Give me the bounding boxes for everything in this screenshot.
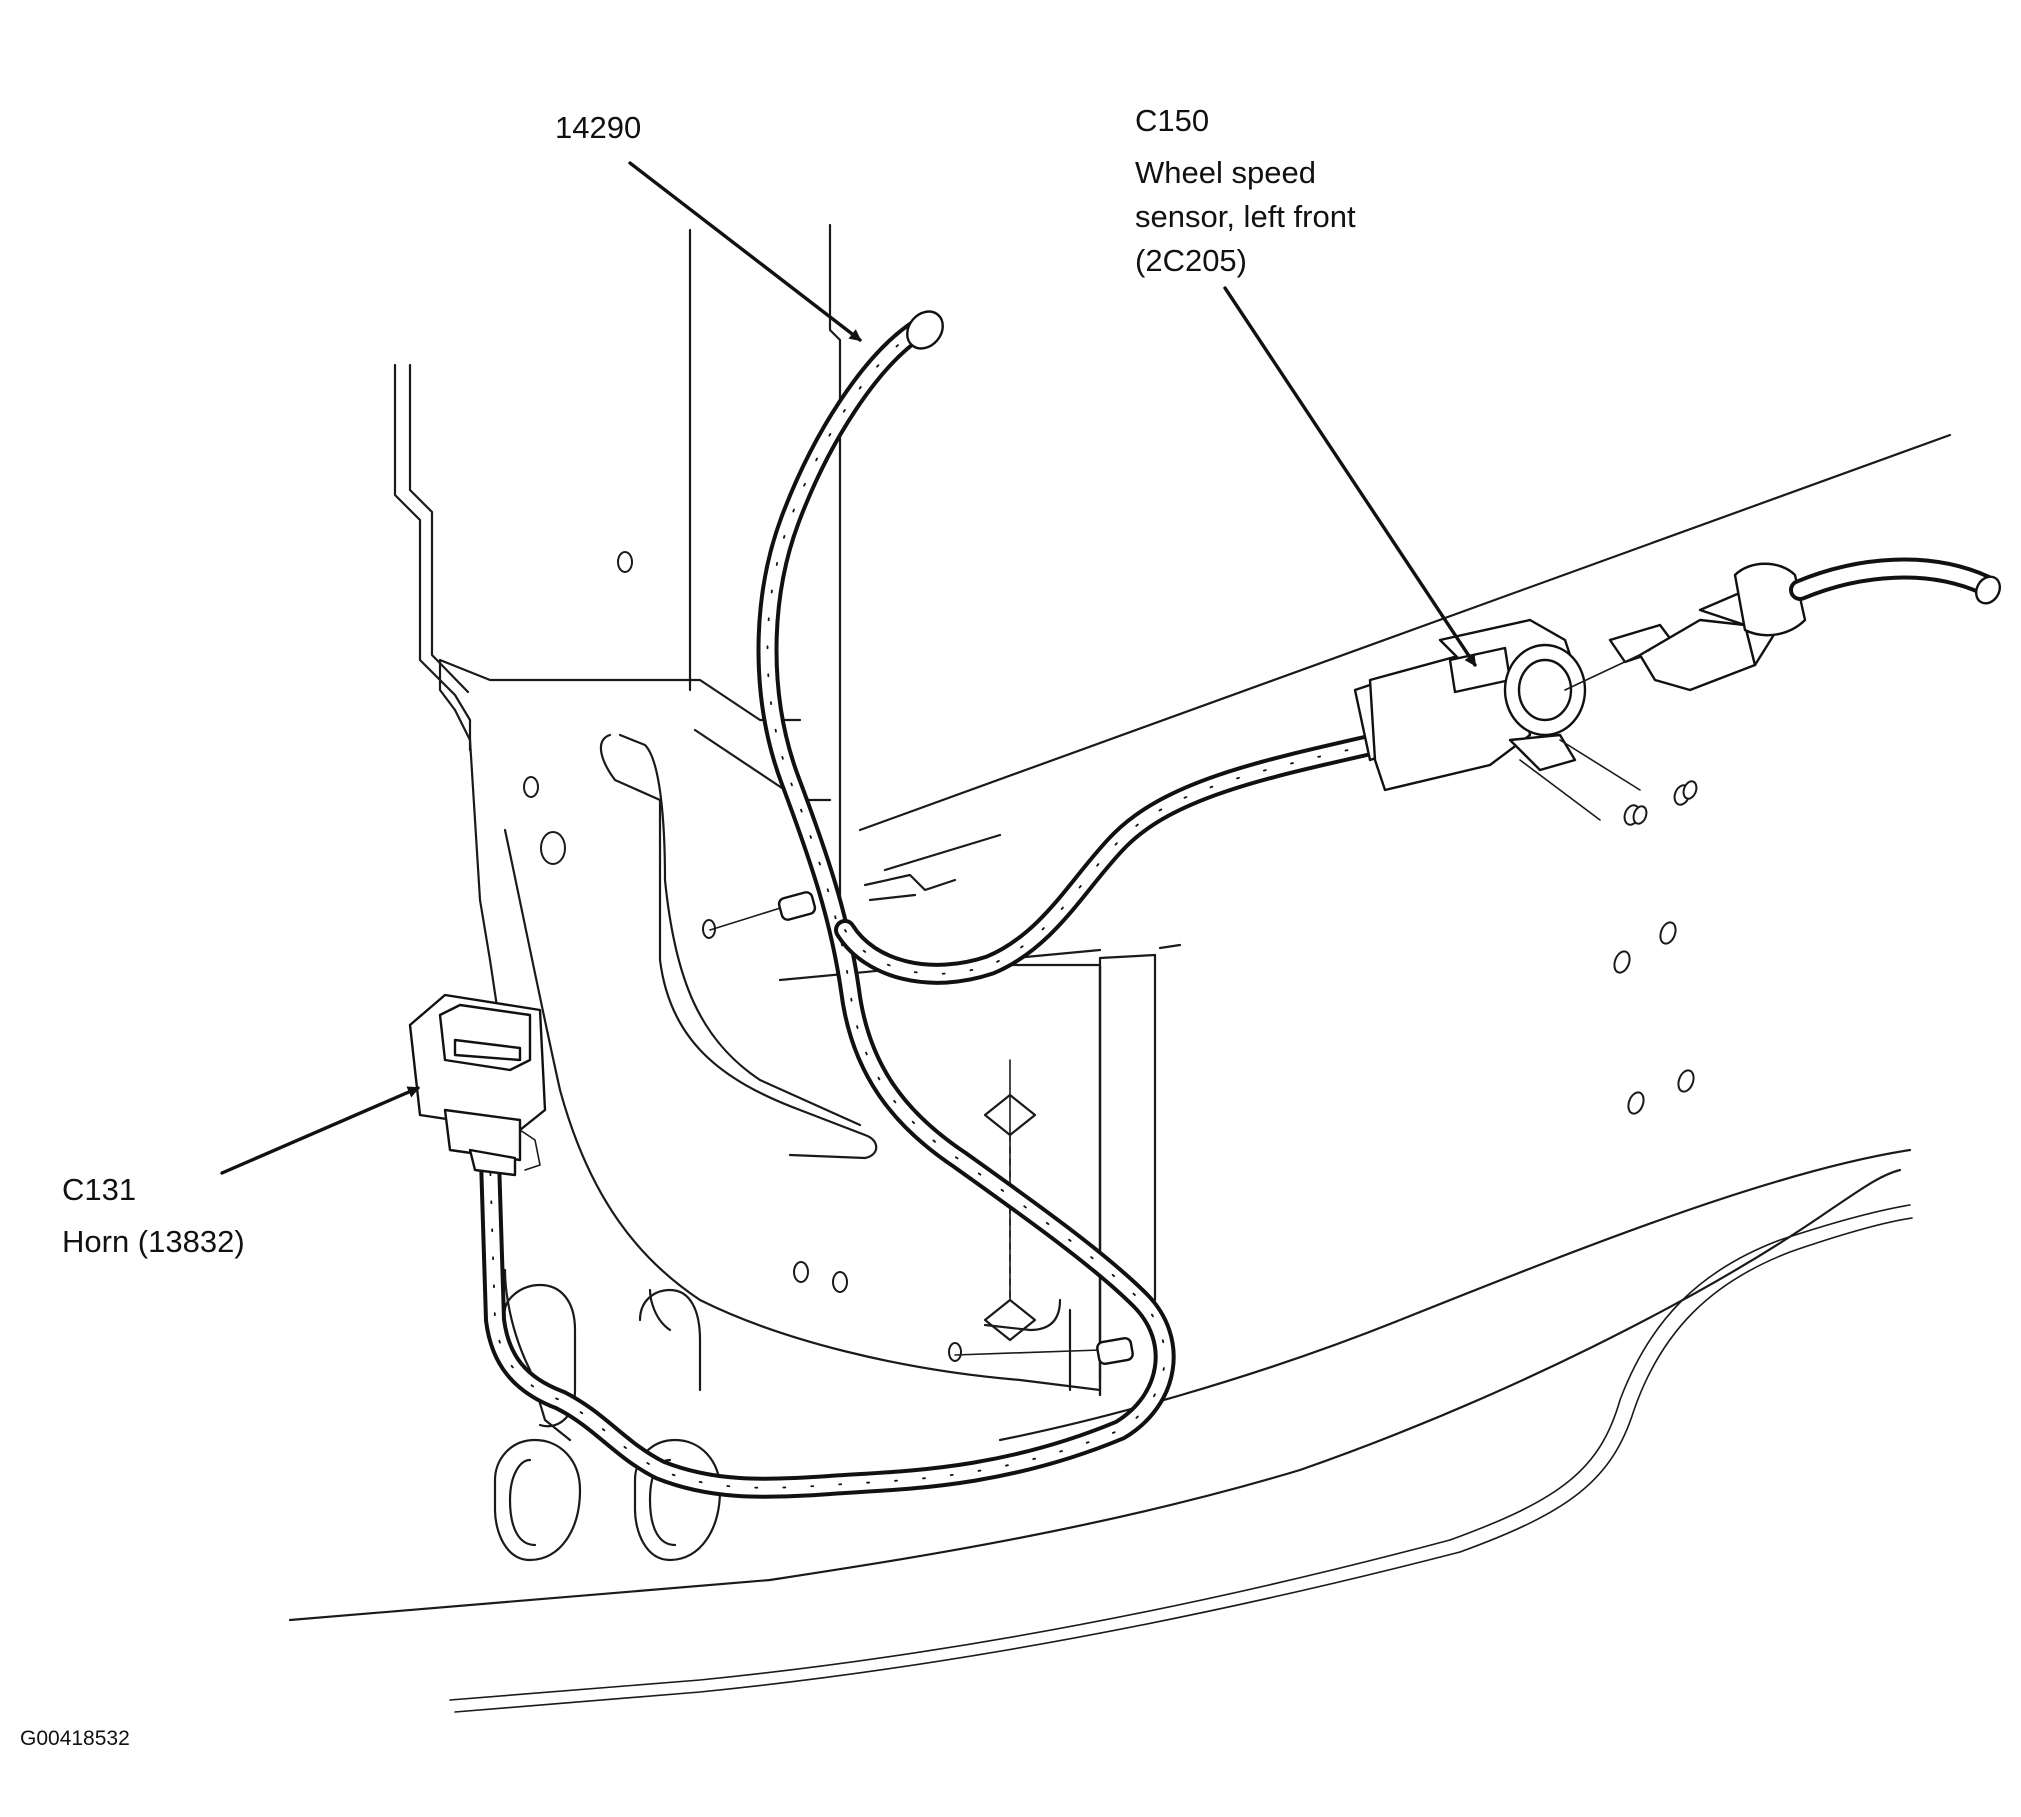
callout-c131-line1: Horn (13832) [62, 1224, 245, 1259]
mounting-holes [523, 551, 1695, 1362]
horn-connector-c131 [408, 993, 547, 1177]
callout-harness-label: 14290 [555, 110, 642, 145]
callout-c131-code: C131 [62, 1172, 137, 1207]
leader-c131 [220, 1086, 420, 1175]
callout-c150-line1: Wheel speed [1135, 155, 1316, 190]
figure-id: G00418532 [20, 1727, 130, 1750]
harness-clips [709, 891, 1134, 1366]
callout-c150-code: C150 [1135, 103, 1210, 138]
wheel-speed-connector-c150 [1353, 557, 2002, 825]
leader-lines [220, 161, 1477, 1175]
callout-c150-line3: (2C205) [1135, 243, 1247, 278]
leader-14290 [628, 161, 862, 342]
vehicle-body-structure [288, 223, 1952, 1713]
leader-c150 [1223, 286, 1477, 667]
callout-c150-line2: sensor, left front [1135, 199, 1356, 234]
wiring-harness-14290 [479, 310, 1381, 1499]
